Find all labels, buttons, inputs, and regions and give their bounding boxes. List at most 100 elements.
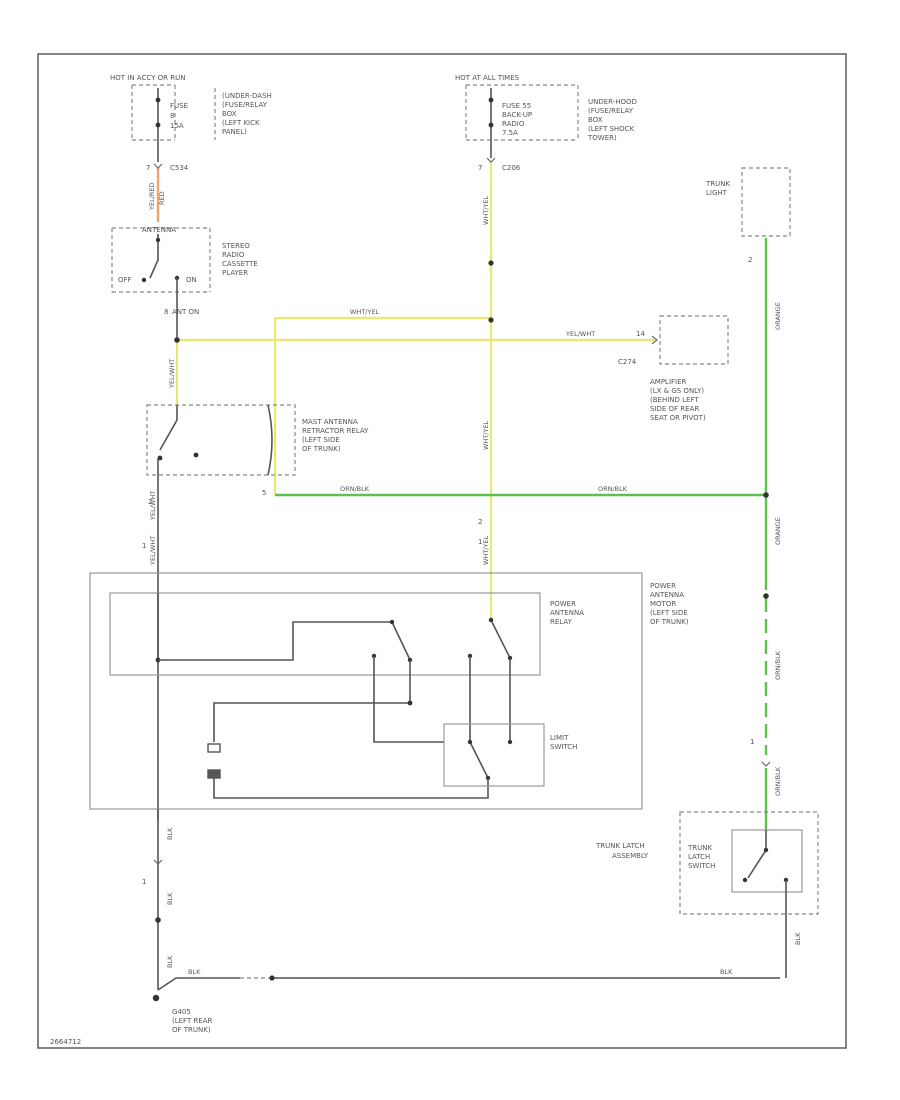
trunk-light-line-1: TRUNK [705,180,730,188]
radio-pin: 8 [164,308,168,316]
ground-connector-symbol [153,859,163,865]
fuse-box-2-line-5: TOWER) [587,134,617,142]
amplifier-line-5: SEAT OR PIVOT) [650,414,706,422]
fuse-1-amp: 15A [170,122,184,130]
relay-line-2: ANTENNA [550,609,584,617]
fuse-2-node-b [488,122,494,128]
limit-switch-line-2: SWITCH [550,743,577,751]
wire-label-orn-blk-3: ORN/BLK [774,650,782,680]
motor-line-1: POWER [650,582,676,590]
retractor-relay-pin-1: 1 [142,542,146,550]
relay-line-1: POWER [550,600,576,608]
wire-label-blk-1: BLK [166,827,174,840]
radio-output-label: ANT ON [172,308,199,316]
relay-switch-1-pivot [389,619,395,625]
splice-battery-mid [488,317,494,323]
wire-label-yel-wht-radio: YEL/WHT [168,359,176,389]
wire-label-blk-2: BLK [166,892,174,905]
fuse-box-2-line-2: (FUSE/RELAY [588,107,634,115]
diagram-frame [37,53,847,1049]
connector-2-label: C206 [502,164,521,172]
wire-label-wht-yel-motor: WHT/YEL [482,535,490,565]
limit-switch-contact [507,739,513,745]
amplifier-connector [651,335,658,345]
motor-brush-top [207,743,221,753]
hot-all-label: HOT AT ALL TIMES [455,74,520,82]
motor-line-4: (LEFT SIDE [650,609,688,617]
fuse-2-node-a [488,97,494,103]
wire-label-orange: ORANGE [774,302,782,330]
power-antenna-motor-outline [89,572,643,810]
limit-switch-line-1: LIMIT [550,734,569,742]
radio-off-label: OFF [118,276,132,284]
splice-trunk-green [763,492,769,498]
trunk-latch-contact-a [742,877,748,883]
fuse-1-number: 8 [170,112,174,120]
fuse-1-node-a [155,97,161,103]
motor-pin-1: 1 [478,538,482,546]
amplifier-connector-label: C274 [618,358,637,366]
radio-line-3: CASSETTE [222,260,258,268]
wire-label-orn-blk-2: ORN/BLK [598,485,628,493]
motor-wire-bottom [213,778,489,799]
radio-line-1: STEREO [222,242,250,250]
wire-label-blk-5: BLK [720,968,733,976]
fuse-1-node-b [155,122,161,128]
amplifier-line-2: (LX & GS ONLY) [650,387,704,395]
splice-ground-right [269,975,275,981]
trunk-light-pin: 2 [748,256,752,264]
motor-line-3: MOTOR [650,600,676,608]
connector-2-symbol [486,157,496,163]
retractor-relay-pin-2: 2 [148,498,152,506]
fuse-2-line-3: RADIO [502,120,525,128]
connector-1-pin: 7 [146,164,150,172]
amplifier-outline [659,315,729,365]
fuse-box-1-line-1: (UNDER-DASH [222,92,272,100]
trunk-light-line-2: LIGHT [706,189,728,197]
trunk-latch-switch-line-1: TRUNK [687,844,712,852]
radio-line-4: PLAYER [222,269,248,277]
wire-label-blk-6: BLK [794,932,802,945]
relay-line-3: RELAY [550,618,573,626]
trunk-latch-switch-pivot [763,847,769,853]
amplifier-line-4: SIDE OF REAR [650,405,699,413]
ground-line-2: (LEFT REAR [172,1017,213,1025]
wire-label-red: RED [158,191,166,205]
diagram-id: 2664712 [50,1038,81,1046]
retractor-relay-line-4: OF TRUNK) [302,445,341,453]
fuse-box-1-line-2: (FUSE/RELAY [222,101,268,109]
fuse-box-2-line-4: (LEFT SHOCK [588,125,635,133]
retractor-relay-arm [159,405,178,451]
fuse-2-line-1: FUSE 55 [502,102,531,110]
wire-ground-branch [157,977,240,991]
radio-switch-arm [149,234,159,279]
radio-off-node [141,277,147,283]
wire-label-orn-blk-1: ORN/BLK [340,485,370,493]
fuse-box-1-line-5: PANEL) [222,128,247,136]
limit-switch-arm [469,656,489,779]
radio-line-2: RADIO [222,251,245,259]
limit-switch-outline [443,723,545,787]
relay-internal-wires [373,656,444,743]
motor-internal-node [407,700,413,706]
trunk-latch-assembly-line-1: TRUNK LATCH [595,842,645,850]
connector-2-pin: 7 [478,164,482,172]
trunk-latch-switch-line-3: SWITCH [688,862,715,870]
ground-line-3: OF TRUNK) [172,1026,211,1034]
wire-label-blk-3: BLK [166,955,174,968]
wire-label-orange-2: ORANGE [774,517,782,545]
wire-label-yel-red: YEL/RED [148,182,156,211]
radio-outline [111,227,211,293]
retractor-relay-coil [267,404,273,476]
wire-label-yel-wht-motor: YEL/WHT [149,536,157,566]
fuse-box-2-line-3: BOX [588,116,603,124]
ground-line-1: G405 [172,1008,191,1016]
fuse-box-1-line-3: BOX [222,110,237,118]
wire-label-blk-4: BLK [188,968,201,976]
retractor-relay-pin-5: 5 [262,489,266,497]
fuse-box-2-line-1: UNDER-HOOD [588,98,637,106]
fuse-2-line-2: BACK-UP [502,111,532,119]
fuse-box-1-line-4: (LEFT KICK [222,119,260,127]
wire-label-wht-yel-top: WHT/YEL [482,195,490,225]
